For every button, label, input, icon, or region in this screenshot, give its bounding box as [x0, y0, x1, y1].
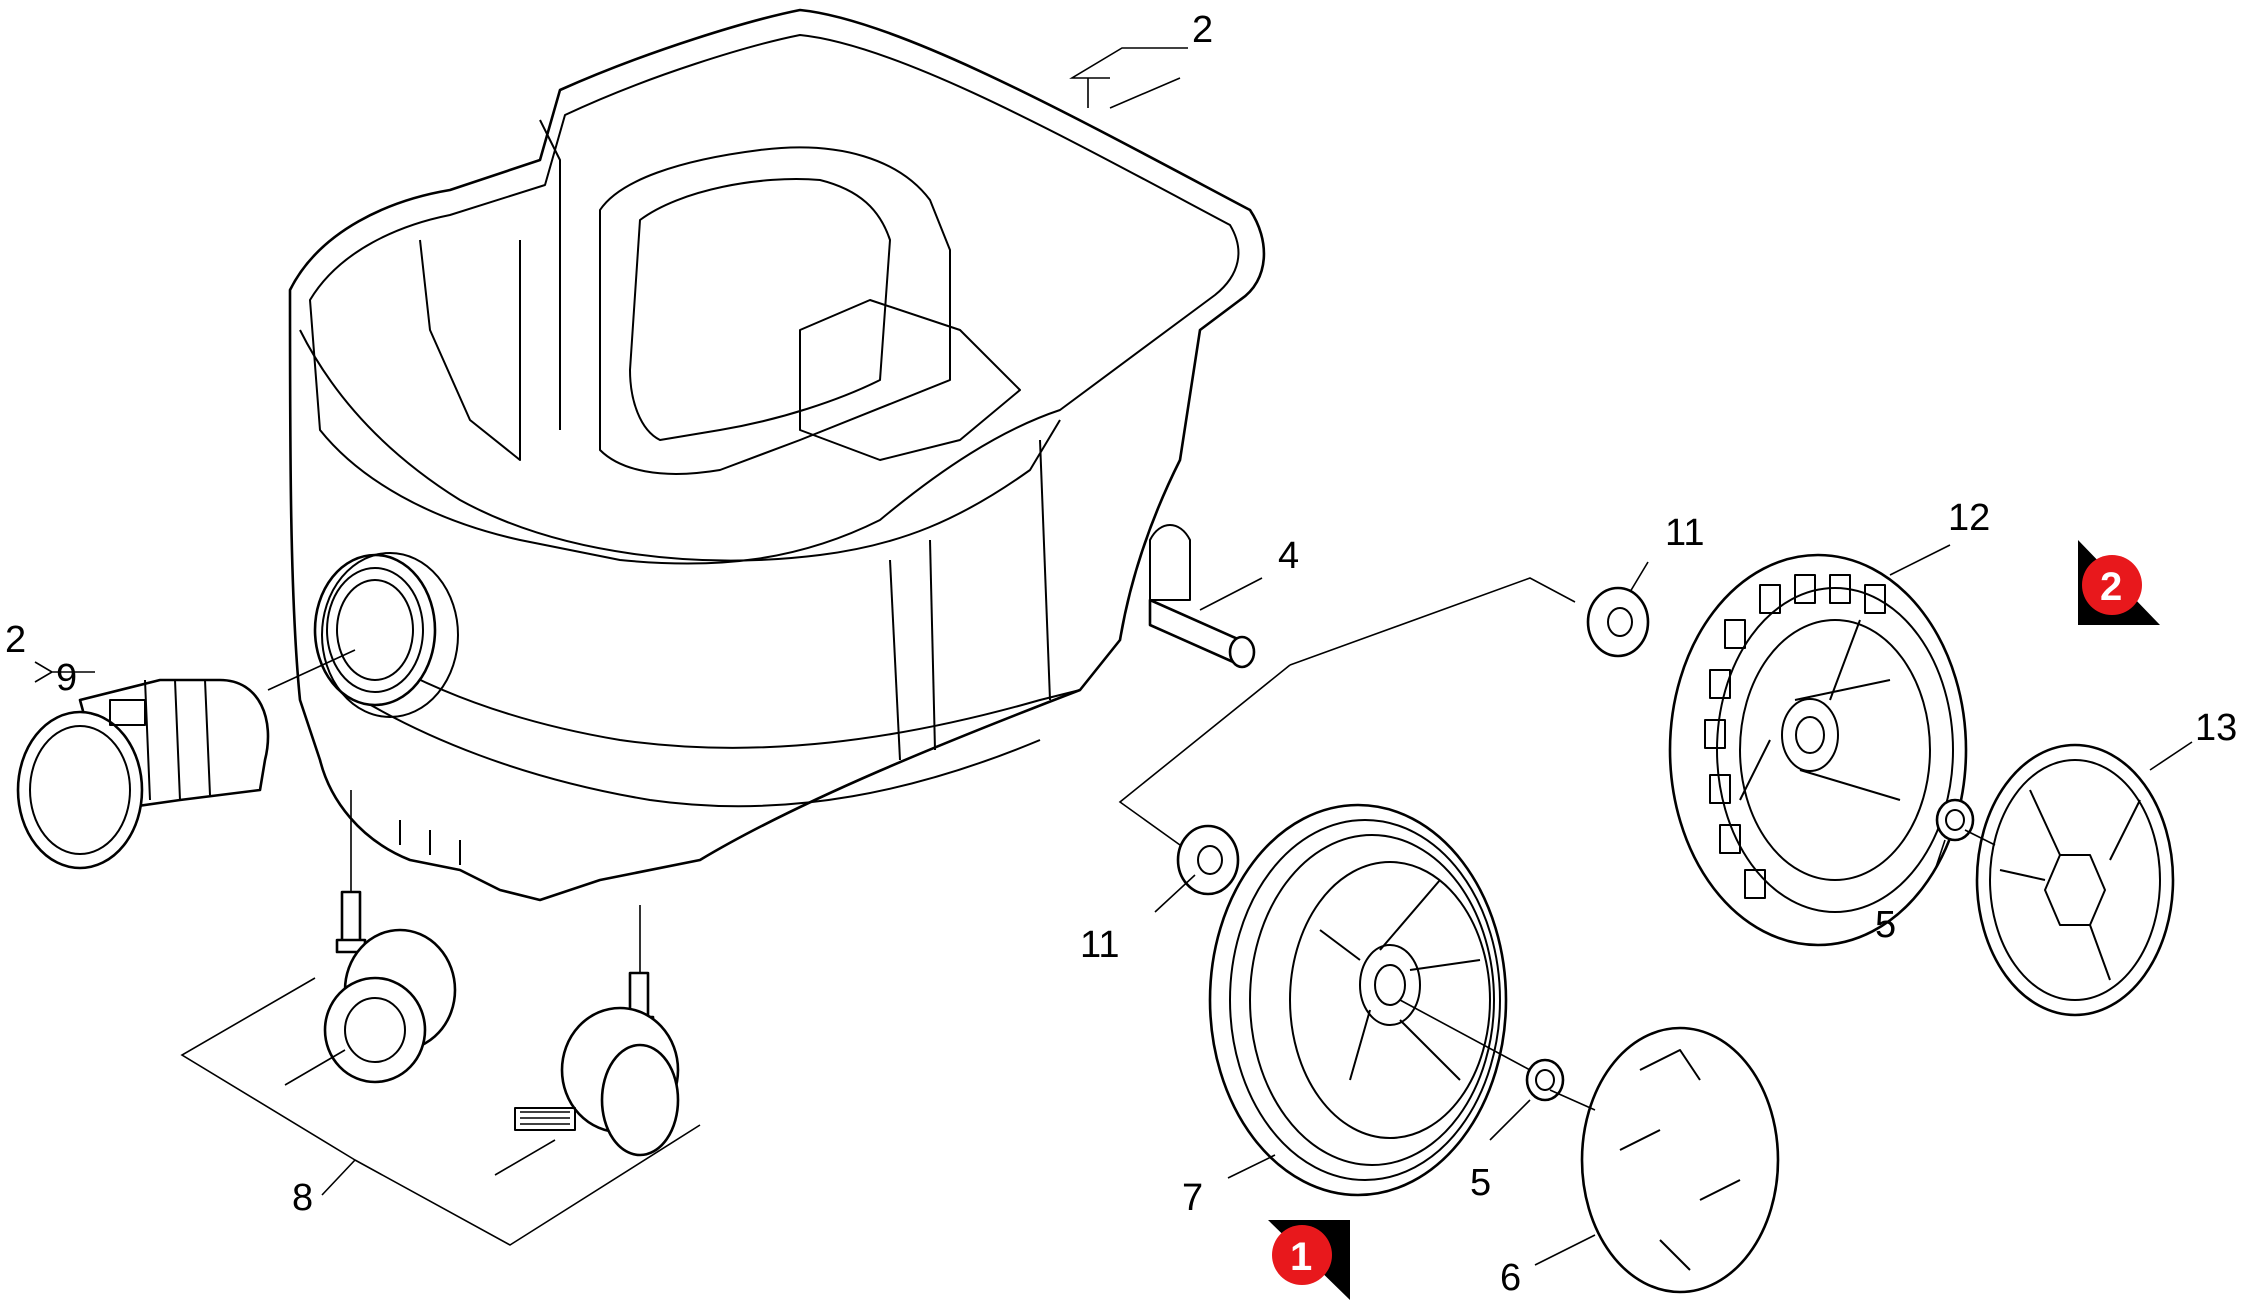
callout-6: 6: [1500, 1257, 1521, 1299]
callout-5-upper: 5: [1875, 904, 1896, 946]
caster-left: [323, 890, 457, 1084]
clip-upper: [1935, 798, 1975, 842]
wheel-treaded: [1668, 553, 1968, 947]
callout-11-lower: 11: [1080, 924, 1119, 966]
axle: [1148, 598, 1256, 669]
badge-2-label: 2: [2100, 565, 2122, 609]
washer-lower: [1176, 824, 1240, 896]
callout-12: 12: [1948, 497, 1990, 539]
badge-circle: [2082, 555, 2142, 615]
view-badge-2: 2: [2078, 540, 2160, 625]
hub-cap-solid: [1580, 1026, 1780, 1294]
hose-connector: [16, 678, 270, 870]
wheel-plain: [1208, 803, 1508, 1197]
washer-upper: [1586, 586, 1650, 658]
callout-5-lower: 5: [1470, 1162, 1491, 1204]
callout-11-upper: 11: [1665, 512, 1704, 554]
callout-labels: 2 2 9 4 11 12 13 11 5 5 7 6 8: [5, 9, 2237, 1299]
callout-4: 4: [1278, 535, 1299, 577]
badge-circle: [1272, 1225, 1332, 1285]
clip-lower: [1525, 1058, 1565, 1102]
callout-13: 13: [2195, 707, 2237, 749]
callout-8: 8: [292, 1177, 313, 1219]
hub-cap-ring: [1975, 743, 2175, 1017]
caster-right: [514, 971, 680, 1157]
leader-lines: [34, 47, 2193, 1266]
callout-2-left: 2: [5, 619, 26, 661]
callout-2-top: 2: [1192, 9, 1213, 51]
callout-9: 9: [56, 657, 77, 699]
view-badge-1: 1: [1268, 1220, 1350, 1300]
badge-1-label: 1: [1290, 1235, 1312, 1279]
tank-body: [288, 8, 1266, 902]
callout-7: 7: [1182, 1177, 1203, 1219]
